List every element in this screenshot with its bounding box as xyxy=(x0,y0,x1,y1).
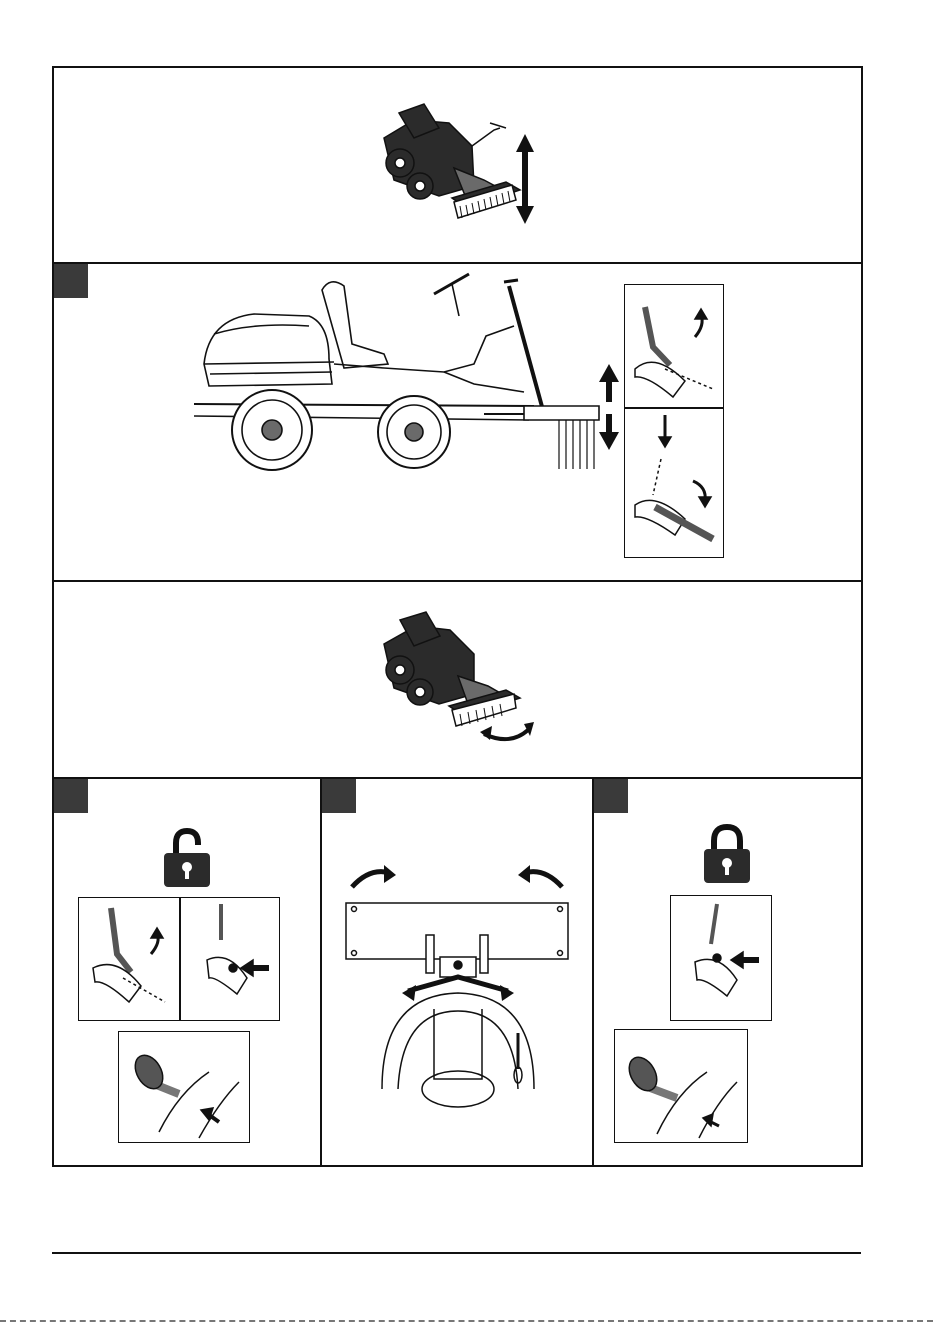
step-unlock xyxy=(54,779,322,1165)
section-height-adjust xyxy=(54,68,861,264)
step-marker xyxy=(54,779,88,813)
lever-locked-detail-inset xyxy=(614,1029,748,1143)
rider-side-view-illustration xyxy=(54,264,614,582)
lever-down-inset xyxy=(624,408,724,558)
step-marker xyxy=(594,779,628,813)
lever-detail-inset xyxy=(118,1031,250,1143)
lever-locked-inset xyxy=(670,895,772,1021)
rider-brush-rotate-illustration xyxy=(54,582,861,779)
double-vertical-arrow-icon xyxy=(516,134,534,224)
lift-arrows-icon xyxy=(594,362,624,452)
section-steps xyxy=(54,779,861,1165)
padlock-closed-icon xyxy=(702,825,752,885)
lever-release-inset-left xyxy=(78,897,180,1021)
angle-adjust-front-view xyxy=(322,779,594,1165)
footer-rule xyxy=(52,1252,861,1254)
page-cut-line xyxy=(0,1320,933,1322)
illustration-frame xyxy=(52,66,863,1167)
lever-release-inset-right xyxy=(180,897,280,1021)
section-angle-adjust xyxy=(54,582,861,779)
lever-up-inset xyxy=(624,284,724,408)
step-lock xyxy=(594,779,861,1165)
rider-brush-illustration xyxy=(54,68,861,264)
section-side-view xyxy=(54,264,861,582)
padlock-open-icon xyxy=(162,829,212,889)
curved-double-arrow-icon xyxy=(480,722,534,740)
step-adjust-angle xyxy=(322,779,594,1165)
